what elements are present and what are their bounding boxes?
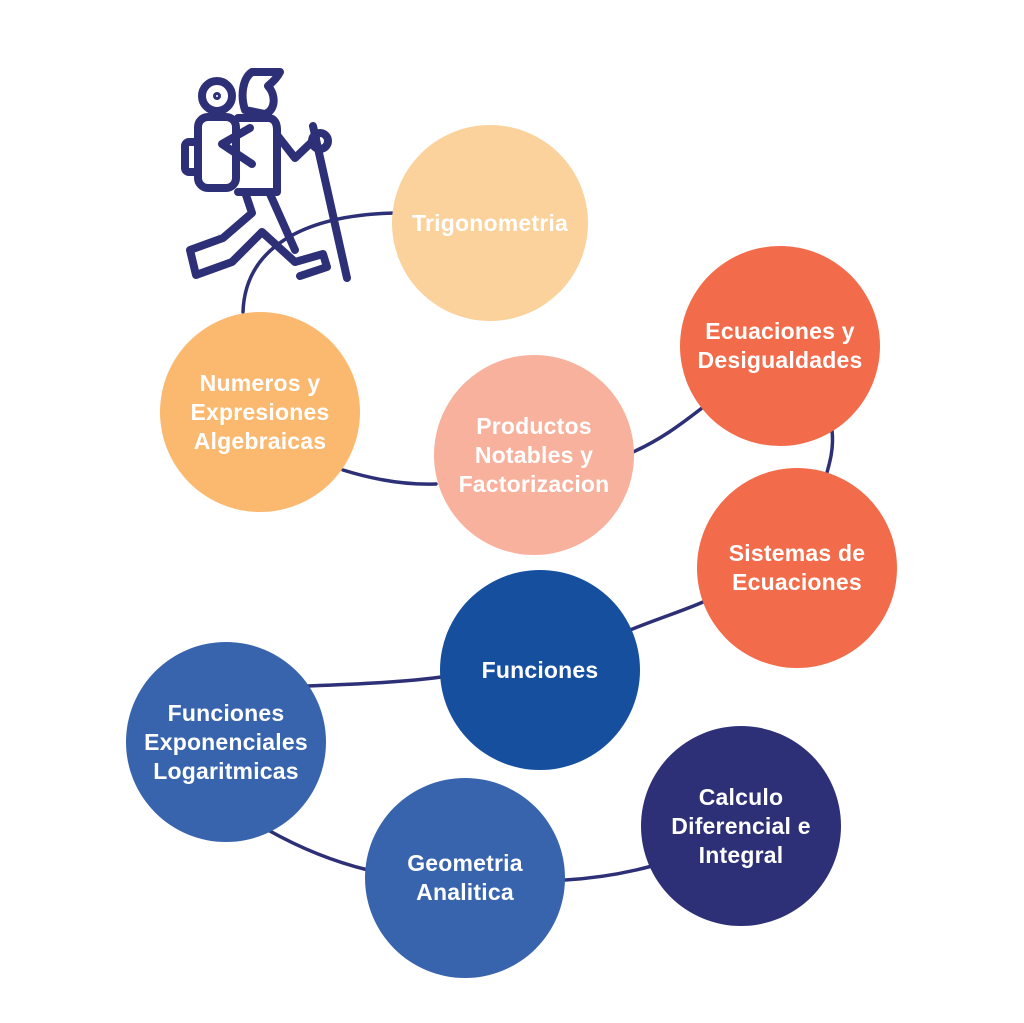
node-label: Sistemas de Ecuaciones [728,540,866,595]
node-productos-notables: Productos Notables y Factorizacion [434,355,634,555]
hiker-icon [181,68,351,282]
node-funciones: Funciones [440,570,640,770]
node-label: Productos Notables y Factorizacion [458,412,610,497]
path-segment [631,406,704,454]
node-geometria-analitica: Geometria Analitica [365,778,565,978]
node-label: Numeros y Expresiones Algebraicas [190,369,330,454]
node-trigonometria: Trigonometria [392,125,588,321]
path-segment [628,600,705,632]
node-sistemas-ecuaciones: Sistemas de Ecuaciones [697,468,897,668]
node-funciones-exponenciales: Funciones Exponenciales Logaritmicas [126,642,326,842]
node-label: Trigonometria [412,209,568,236]
node-label: Funciones Exponenciales Logaritmicas [144,699,308,784]
path-segment [266,828,370,872]
path-segment [341,468,438,486]
node-label: Funciones [481,656,599,683]
node-ecuaciones-desigualdades: Ecuaciones y Desigualdades [680,246,880,446]
path-segment [824,428,835,478]
node-label: Ecuaciones y Desigualdades [697,318,863,373]
path-segment [563,864,654,882]
path-segment [306,675,443,688]
node-numeros-expresiones: Numeros y Expresiones Algebraicas [160,312,360,512]
node-label: Geometria Analitica [407,850,523,905]
node-calculo: Calculo Diferencial e Integral [641,726,841,926]
node-label: Calculo Diferencial e Integral [671,783,811,868]
path-segment [241,211,397,314]
